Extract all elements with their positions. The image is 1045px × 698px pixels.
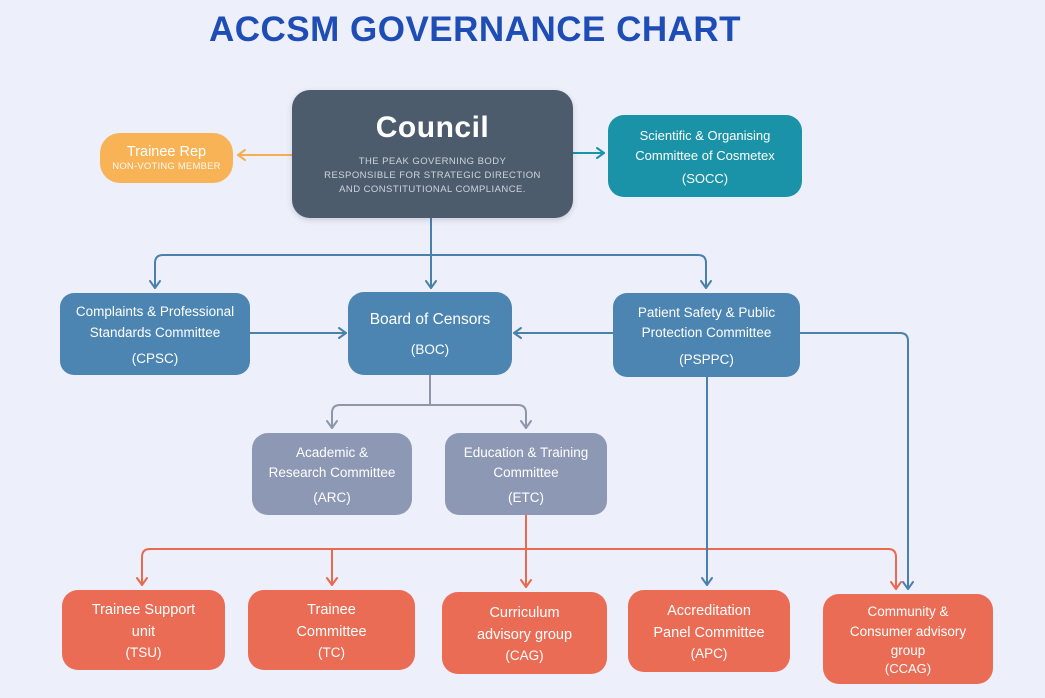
node-trainee-rep-note: NON-VOTING MEMBER: [112, 161, 221, 172]
node-arc-abbr: (ARC): [313, 490, 351, 506]
node-cag-abbr: (CAG): [505, 648, 544, 664]
node-cag: Curriculum advisory group (CAG): [442, 592, 607, 674]
node-boc: Board of Censors (BOC): [348, 292, 512, 375]
node-etc: Education & Training Committee (ETC): [445, 433, 607, 515]
node-tc-abbr: (TC): [318, 645, 345, 661]
node-etc-abbr: (ETC): [508, 490, 544, 506]
node-socc-abbr: (SOCC): [681, 171, 729, 186]
node-tc: Trainee Committee (TC): [248, 590, 415, 670]
node-council-title: Council: [375, 110, 490, 144]
edge-boc-arc: [326, 404, 431, 429]
page-title: ACCSM GOVERNANCE CHART: [208, 10, 742, 49]
node-ccag: Community & Consumer advisory group (CCA…: [823, 594, 993, 684]
edge-council-cpsc: [149, 254, 432, 289]
node-arc: Academic & Research Committee (ARC): [252, 433, 412, 515]
node-psppc-abbr: (PSPPC): [679, 352, 734, 368]
node-tc-name: Trainee Committee: [296, 601, 367, 640]
node-psppc-name: Patient Safety & Public Protection Commi…: [637, 304, 776, 340]
node-socc-name: Scientific & Organising Committee of Cos…: [635, 128, 775, 163]
node-apc: Accreditation Panel Committee (APC): [628, 590, 790, 672]
node-tsu-abbr: (TSU): [125, 645, 162, 661]
node-arc-name: Academic & Research Committee: [268, 444, 396, 480]
node-council-description: THE PEAK GOVERNING BODY RESPONSIBLE FOR …: [324, 155, 541, 196]
node-cag-name: Curriculum advisory group: [476, 604, 573, 643]
node-cpsc-abbr: (CPSC): [131, 350, 179, 366]
edge-boc-etc: [429, 404, 532, 429]
node-cpsc-name: Complaints & Professional Standards Comm…: [75, 304, 235, 340]
node-psppc: Patient Safety & Public Protection Commi…: [613, 293, 800, 377]
node-ccag-abbr: (CCAG): [884, 660, 932, 676]
node-boc-abbr: (BOC): [410, 341, 450, 357]
node-tsu: Trainee Support unit (TSU): [62, 590, 225, 670]
edge-council-psppc: [430, 254, 712, 289]
node-boc-name: Board of Censors: [369, 310, 491, 328]
node-trainee-rep-name: Trainee Rep: [126, 144, 207, 160]
node-tsu-name: Trainee Support unit: [91, 601, 196, 640]
edge-etc-tsu: [136, 548, 527, 586]
node-apc-abbr: (APC): [690, 646, 728, 662]
node-socc: Scientific & Organising Committee of Cos…: [608, 115, 802, 197]
edge-etc-ccag: [525, 548, 902, 590]
node-trainee-rep: Trainee Rep NON-VOTING MEMBER: [100, 133, 233, 183]
node-cpsc: Complaints & Professional Standards Comm…: [60, 293, 250, 375]
node-council: Council THE PEAK GOVERNING BODY RESPONSI…: [292, 90, 573, 218]
node-ccag-name: Community & Consumer advisory group: [849, 604, 967, 659]
node-etc-name: Education & Training Committee: [463, 444, 589, 480]
edge-psppc-ccag: [799, 332, 914, 590]
node-apc-name: Accreditation Panel Committee: [653, 602, 765, 641]
